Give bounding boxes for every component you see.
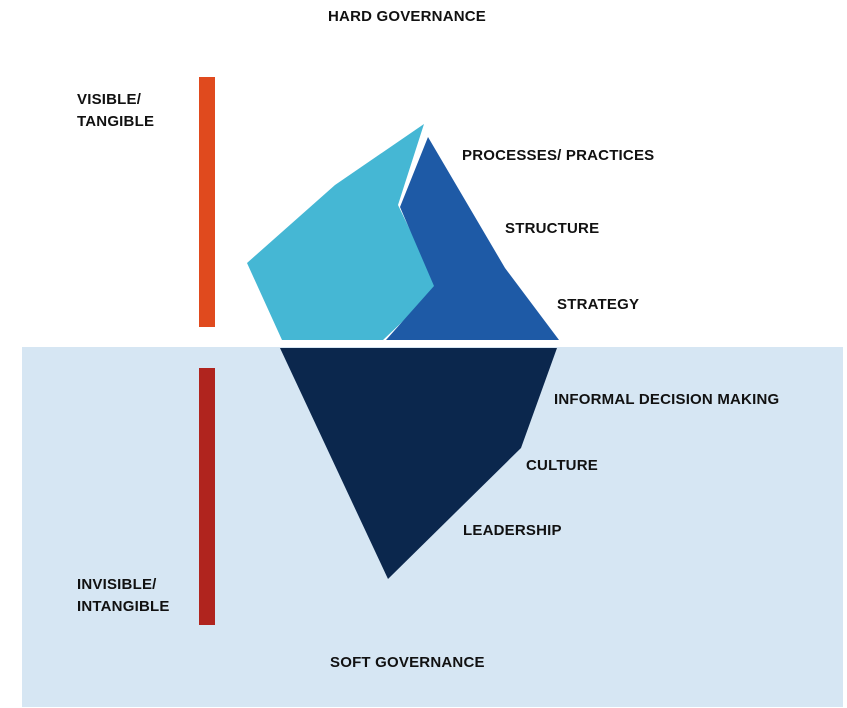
visible-label-line1: VISIBLE/: [77, 91, 142, 108]
invisible-label-line1: INVISIBLE/: [77, 576, 157, 593]
soft-governance-title: SOFT GOVERNANCE: [330, 654, 485, 671]
hard-governance-title: HARD GOVERNANCE: [328, 8, 487, 25]
label-strategy: STRATEGY: [557, 296, 640, 313]
label-structure: STRUCTURE: [505, 220, 600, 237]
label-leadership: LEADERSHIP: [463, 522, 562, 539]
visible-tangible-label: VISIBLE/ TANGIBLE: [77, 89, 154, 133]
iceberg-above-light: [247, 124, 438, 340]
label-culture: CULTURE: [526, 457, 598, 474]
iceberg-above-mid: [386, 137, 559, 340]
label-processes-practices: PROCESSES/ PRACTICES: [462, 147, 655, 164]
invisible-label-line2: INTANGIBLE: [77, 598, 170, 615]
iceberg-below-dark: [280, 348, 557, 579]
visible-bar: [199, 77, 215, 327]
visible-label-line2: TANGIBLE: [77, 113, 155, 130]
label-informal-decision-making: INFORMAL DECISION MAKING: [554, 391, 780, 408]
invisible-intangible-label: INVISIBLE/ INTANGIBLE: [77, 574, 170, 618]
invisible-bar: [199, 368, 215, 625]
